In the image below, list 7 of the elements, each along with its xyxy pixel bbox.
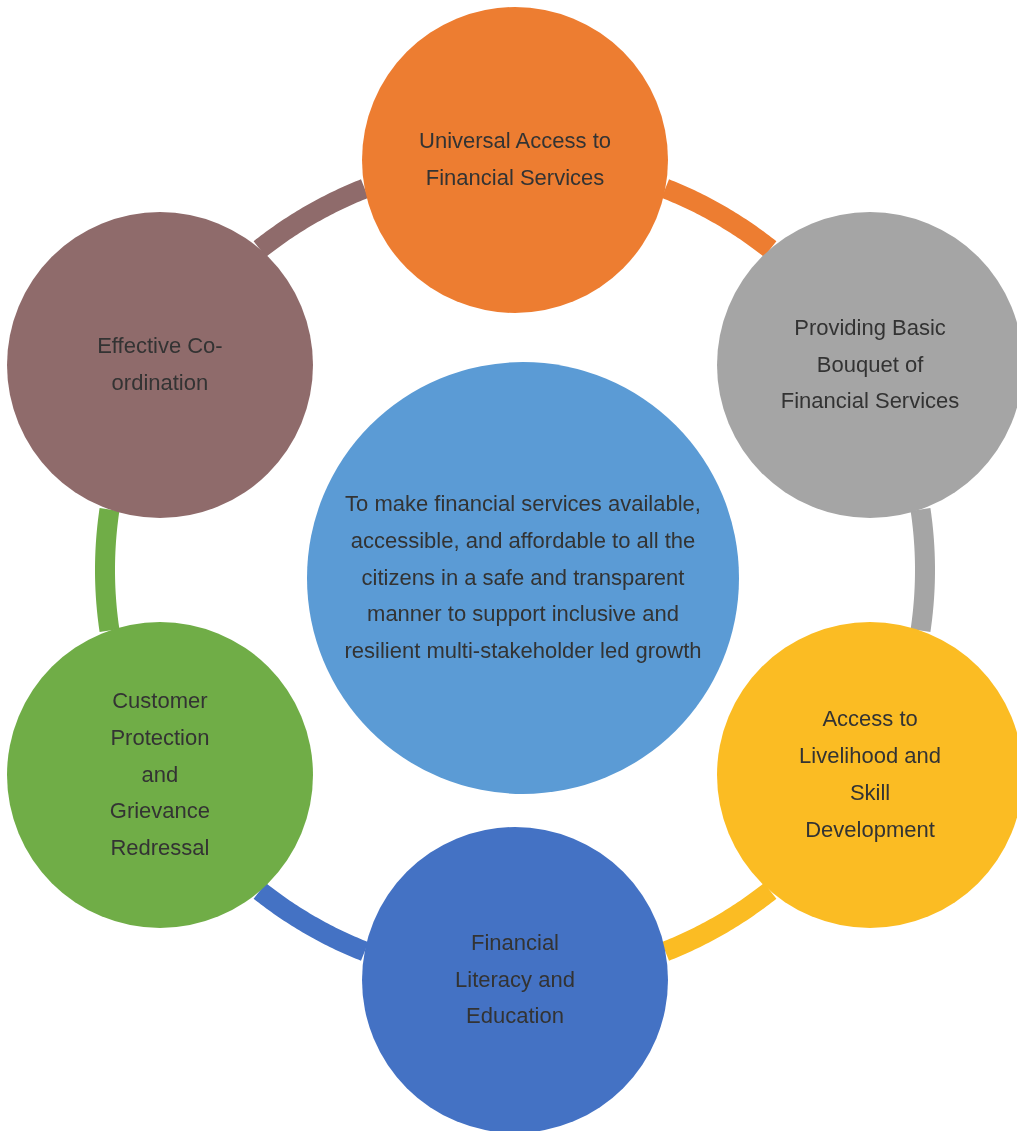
circle-label: Universal Access to Financial Services <box>418 127 612 192</box>
circle-label: Customer Protection and Grievance Redressal <box>108 686 212 863</box>
circle-label: To make financial services available, accessible, and affordable to all the citizens in a safe and transparent manner to support inclusive and resilient multi-stakeholder led growth <box>343 489 703 666</box>
circle-label: Providing Basic Bouquet of Financial Services <box>779 313 961 416</box>
circle-label: Access to Livelihood and Skill Development <box>798 705 942 844</box>
circle-label: Financial Literacy and Education <box>454 928 576 1031</box>
circle-label: Effective Co-ordination <box>96 332 224 397</box>
